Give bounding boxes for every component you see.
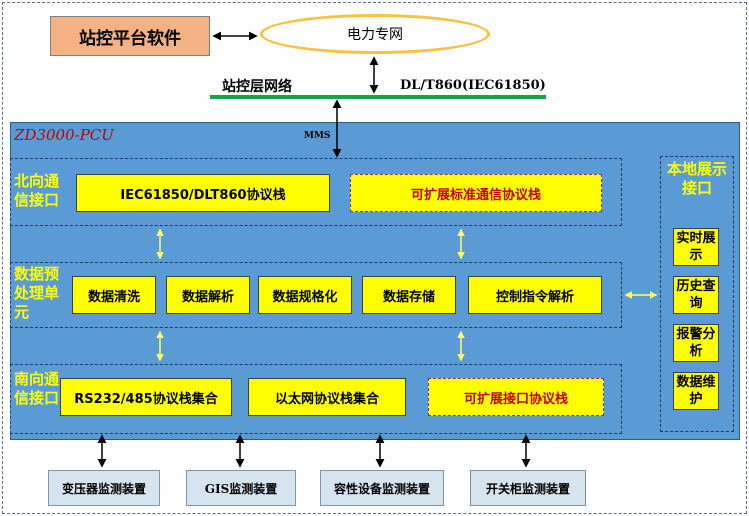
north-interface-label: 北向通信接口: [14, 172, 60, 209]
station-bus-label: 站控层网络: [222, 79, 292, 95]
capacitive-device-monitor-box[interactable]: 容性设备监测装置: [320, 470, 444, 506]
expandable-interface-stack-box[interactable]: 可扩展接口协议栈: [428, 378, 604, 416]
station-software-box[interactable]: 站控平台软件: [50, 16, 210, 56]
data-maintenance-box[interactable]: 数据维护: [673, 372, 719, 410]
device-title: ZD3000-PCU: [14, 126, 114, 144]
bus-protocol-label: DL/T860(IEC61850): [400, 78, 546, 93]
gis-monitor-box[interactable]: GIS监测装置: [186, 470, 296, 506]
station-bus-line: [210, 95, 546, 99]
rs232-485-stack-box[interactable]: RS232/485协议栈集合: [60, 378, 232, 416]
iec61850-stack-box[interactable]: IEC61850/DLT860协议栈: [76, 174, 330, 212]
control-command-parsing-box[interactable]: 控制指令解析: [468, 276, 602, 314]
preprocess-label: 数据预处理单元: [14, 265, 60, 321]
mms-label: MMS: [304, 131, 331, 141]
data-parsing-box[interactable]: 数据解析: [166, 276, 250, 314]
data-storage-box[interactable]: 数据存储: [362, 276, 456, 314]
history-query-box[interactable]: 历史查询: [673, 276, 719, 314]
south-interface-label: 南向通信接口: [14, 370, 60, 407]
expandable-standard-stack-box[interactable]: 可扩展标准通信协议栈: [350, 174, 602, 212]
realtime-display-box[interactable]: 实时展示: [673, 228, 719, 266]
data-cleaning-box[interactable]: 数据清洗: [72, 276, 156, 314]
switchgear-monitor-box[interactable]: 开关柜监测装置: [470, 470, 586, 506]
data-normalization-box[interactable]: 数据规格化: [258, 276, 352, 314]
transformer-monitor-box[interactable]: 变压器监测装置: [48, 470, 160, 506]
alarm-analysis-box[interactable]: 报警分析: [673, 324, 719, 362]
local-display-title: 本地展示接口: [666, 160, 727, 197]
ethernet-stack-box[interactable]: 以太网协议栈集合: [248, 378, 406, 416]
power-network-ellipse[interactable]: 电力专网: [260, 14, 490, 54]
